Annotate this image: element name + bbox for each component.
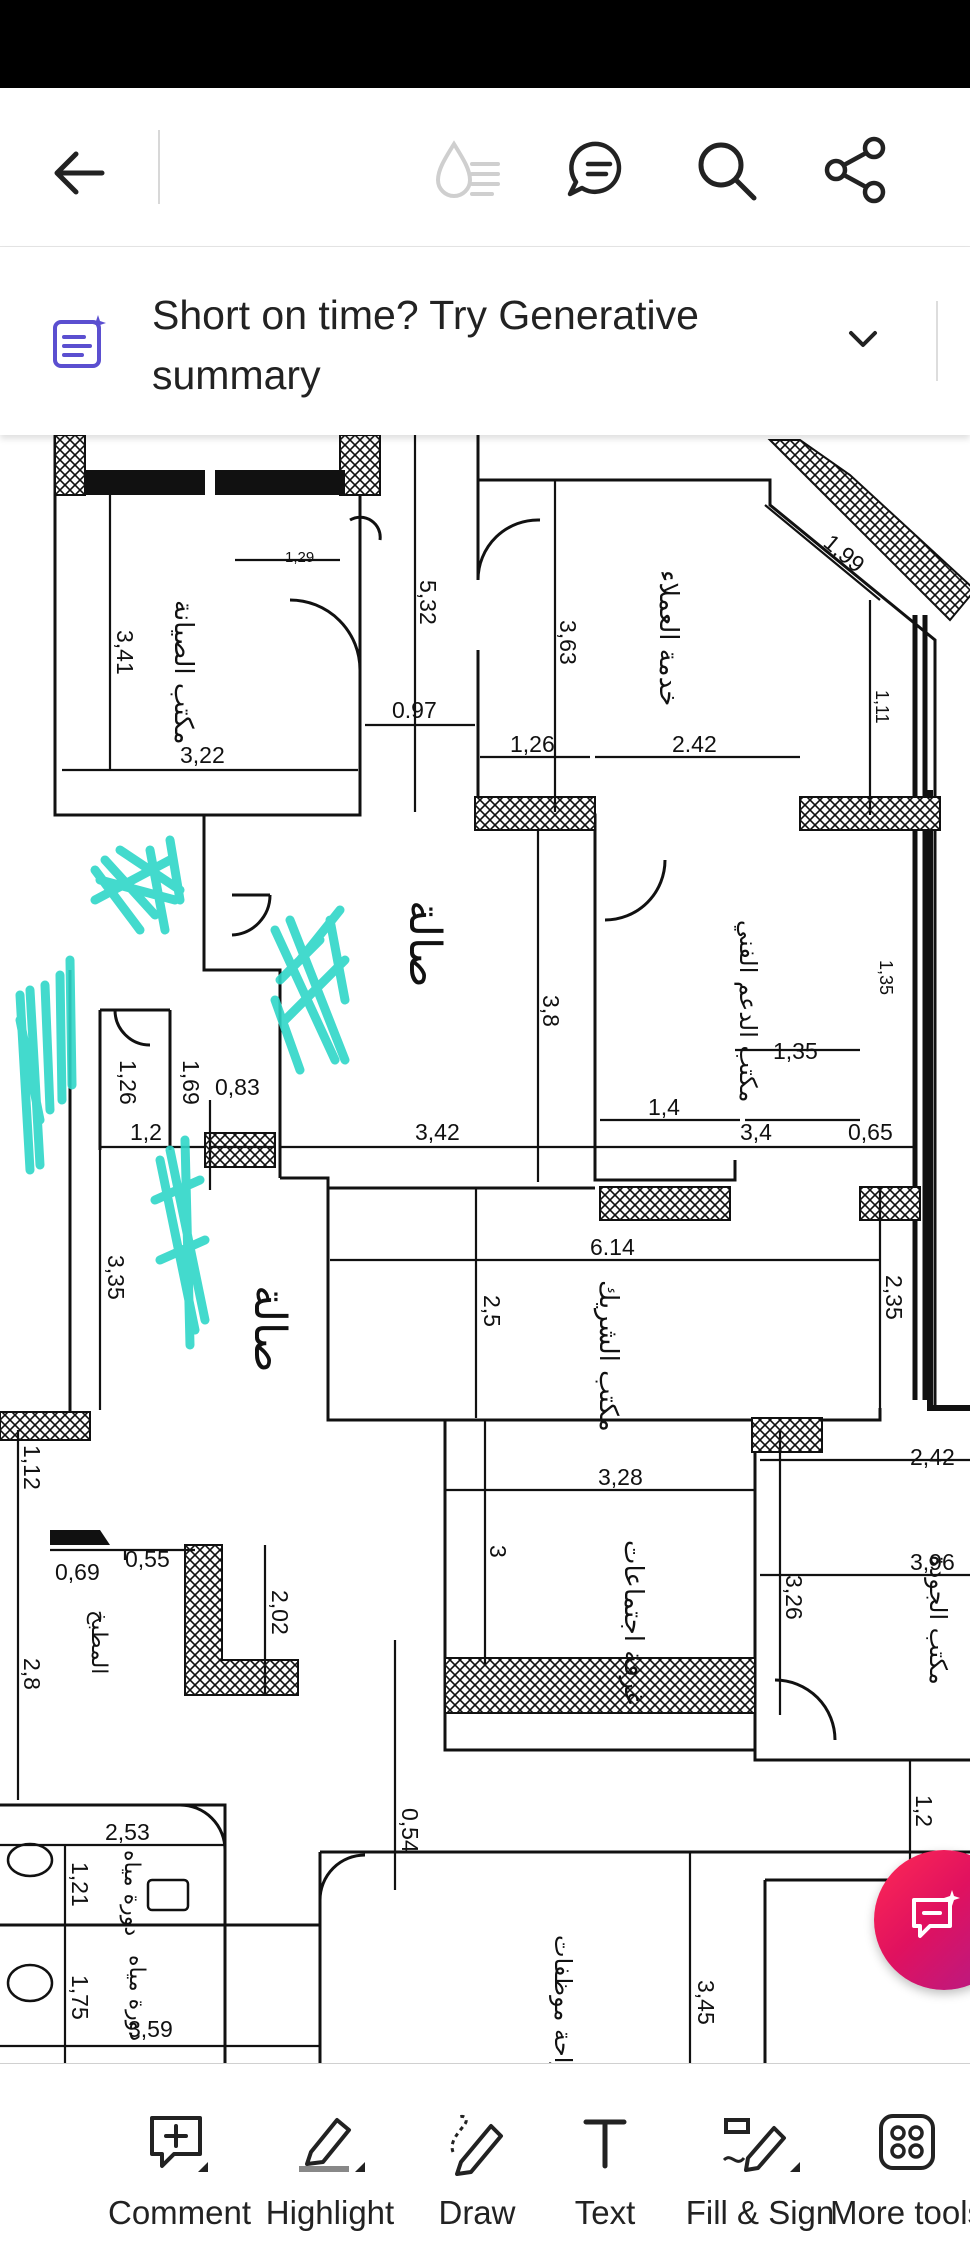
draw-tool[interactable]: Draw (422, 2064, 532, 2266)
svg-text:دورة مياه: دورة مياه (124, 1955, 149, 2041)
svg-text:3,45: 3,45 (693, 1980, 719, 2025)
svg-text:0,83: 0,83 (215, 1074, 260, 1100)
fill-sign-icon (722, 2118, 800, 2172)
svg-text:3,8: 3,8 (538, 995, 564, 1027)
svg-text:6.14: 6.14 (590, 1234, 635, 1260)
svg-text:5,32: 5,32 (415, 580, 441, 625)
text-tool[interactable]: Text (560, 2064, 650, 2266)
svg-text:3,96: 3,96 (910, 1549, 955, 1575)
svg-text:1,26: 1,26 (510, 731, 555, 757)
svg-text:صالة: صالة (244, 1285, 295, 1373)
svg-text:3,41: 3,41 (112, 630, 138, 675)
svg-text:المطبخ: المطبخ (86, 1610, 111, 1674)
svg-text:استراحة موظفات: استراحة موظفات (549, 1935, 577, 2063)
svg-text:1,12: 1,12 (19, 1445, 45, 1490)
svg-text:1,69: 1,69 (178, 1060, 204, 1105)
svg-text:1,26: 1,26 (115, 1060, 141, 1105)
bottom-toolbar: Comment Highlight Draw Text Fill & Sign (0, 2063, 970, 2266)
status-bar (0, 0, 970, 88)
svg-text:0,69: 0,69 (55, 1559, 100, 1585)
svg-text:3,4: 3,4 (740, 1119, 772, 1145)
divider (158, 130, 160, 204)
svg-text:2,53: 2,53 (105, 1819, 150, 1845)
svg-text:3,22: 3,22 (180, 742, 225, 768)
draw-label: Draw (438, 2194, 516, 2231)
svg-text:غرفة اجتماعات: غرفة اجتماعات (618, 1540, 648, 1705)
svg-text:0,54: 0,54 (397, 1808, 423, 1853)
ai-chat-icon (912, 1890, 960, 1938)
pdf-page-floor-plan[interactable]: 1,29 5,32 3,41 3,63 3,22 0.97 1,26 2.42 … (0, 435, 970, 2063)
highlight-icon (299, 2118, 365, 2172)
comment-icon (150, 2116, 208, 2172)
svg-text:3,42: 3,42 (415, 1119, 460, 1145)
highlight-tool[interactable]: Highlight (260, 2064, 400, 2266)
svg-text:2,8: 2,8 (19, 1658, 45, 1690)
svg-text:1,35: 1,35 (773, 1038, 818, 1064)
svg-text:1,11: 1,11 (872, 690, 892, 724)
svg-text:2.42: 2.42 (672, 731, 717, 757)
highlight-label: Highlight (265, 2194, 395, 2231)
svg-text:2,5: 2,5 (479, 1295, 505, 1327)
svg-text:0.97: 0.97 (392, 697, 437, 723)
svg-text:1,4: 1,4 (648, 1094, 680, 1120)
share-icon[interactable] (820, 134, 892, 206)
chevron-down-icon[interactable] (846, 327, 880, 351)
fill-sign-tool[interactable]: Fill & Sign (680, 2064, 840, 2266)
svg-text:3,59: 3,59 (128, 2016, 173, 2042)
draw-icon (450, 2114, 503, 2176)
svg-text:دورة مياه: دورة مياه (119, 1850, 144, 1936)
svg-text:3: 3 (485, 1545, 511, 1558)
floor-plan: 1,29 5,32 3,41 3,63 3,22 0.97 1,26 2.42 … (0, 435, 970, 2063)
svg-text:1,75: 1,75 (67, 1975, 93, 2020)
svg-text:1,21: 1,21 (67, 1862, 93, 1907)
svg-text:2,02: 2,02 (267, 1590, 293, 1635)
svg-text:3,28: 3,28 (598, 1464, 643, 1490)
banner-text: Short on time? Try Generative summary (152, 292, 699, 398)
fill-sign-label: Fill & Sign (685, 2194, 835, 2231)
svg-text:مكتب الصيانة: مكتب الصيانة (168, 600, 198, 745)
svg-text:مكتب الجودة: مكتب الجودة (924, 1555, 952, 1685)
svg-text:2,35: 2,35 (881, 1275, 907, 1320)
more-tools-label: More tools (829, 2194, 970, 2231)
svg-text:0,55: 0,55 (125, 1546, 170, 1572)
text-icon (583, 2119, 627, 2169)
svg-text:2,42: 2,42 (910, 1444, 955, 1470)
svg-text:3,35: 3,35 (103, 1255, 129, 1300)
svg-text:مكتب الدعم الفني: مكتب الدعم الفني (734, 920, 762, 1102)
ai-summary-icon (53, 315, 106, 368)
more-tools-tool[interactable]: More tools (822, 2064, 970, 2266)
svg-text:3,26: 3,26 (781, 1575, 807, 1620)
svg-text:1,35: 1,35 (876, 960, 896, 995)
svg-text:1,2: 1,2 (130, 1119, 162, 1145)
more-tools-icon (879, 2114, 935, 2170)
app-bar (0, 88, 970, 247)
back-arrow-icon[interactable] (48, 142, 110, 204)
svg-text:3,63: 3,63 (555, 620, 581, 665)
svg-text:1,2: 1,2 (911, 1795, 937, 1827)
comments-list-icon[interactable] (562, 134, 634, 206)
svg-text:1,29: 1,29 (285, 549, 314, 566)
svg-text:0,65: 0,65 (848, 1119, 893, 1145)
banner-divider (936, 301, 938, 381)
text-label: Text (574, 2194, 636, 2231)
svg-text:خدمة العملاء: خدمة العملاء (653, 570, 683, 706)
liquid-mode-icon[interactable] (432, 136, 504, 208)
svg-text:مكتب الشريك: مكتب الشريك (593, 1280, 623, 1432)
generative-summary-banner[interactable]: Short on time? Try Generative summary (0, 247, 970, 435)
comment-tool[interactable]: Comment (108, 2064, 252, 2266)
svg-text:صالة: صالة (399, 900, 450, 988)
comment-label: Comment (108, 2194, 252, 2231)
search-icon[interactable] (692, 136, 762, 206)
